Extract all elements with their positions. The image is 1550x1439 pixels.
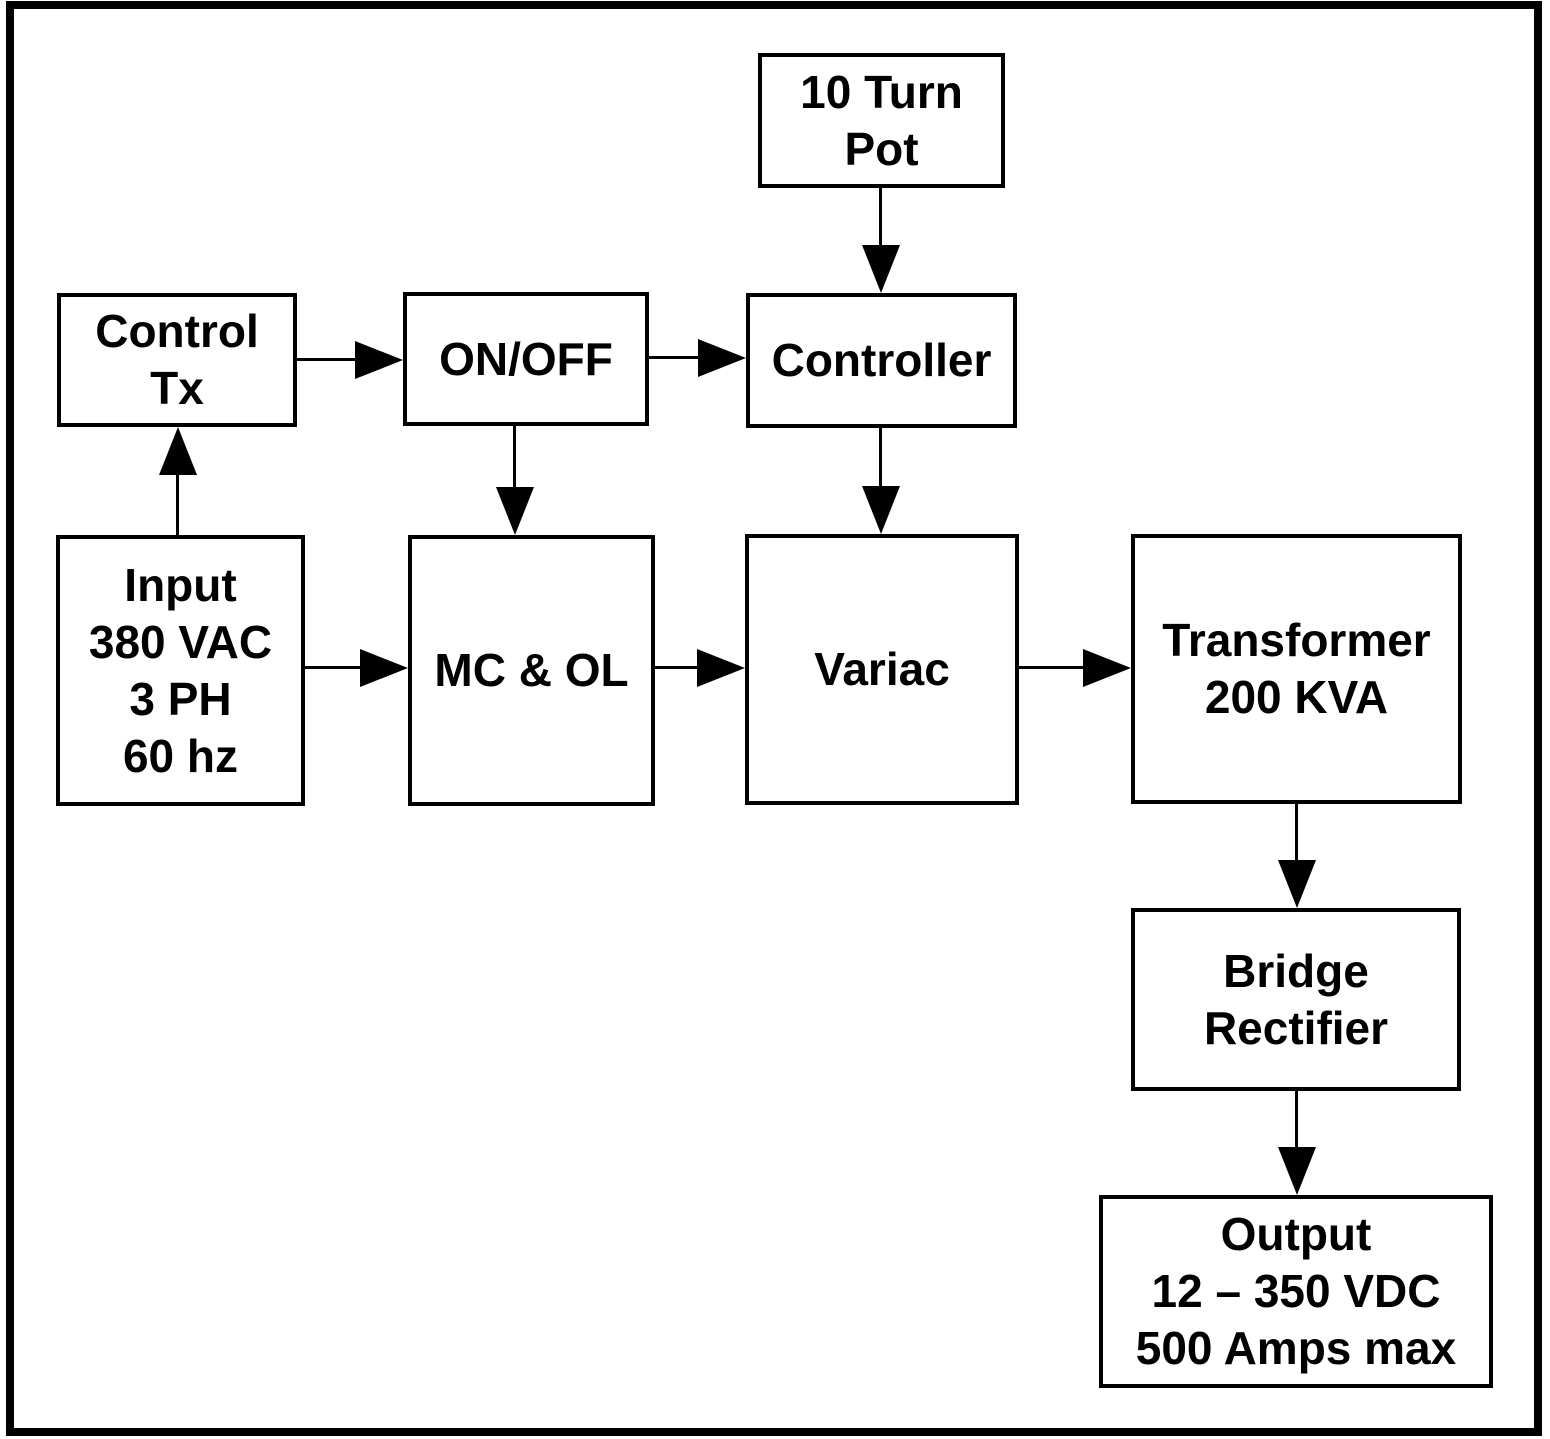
node-label-line: ON/OFF <box>439 332 613 385</box>
node-controller: Controller <box>746 293 1017 428</box>
node-label-line: 380 VAC <box>88 615 273 668</box>
arrow-line <box>297 358 359 361</box>
node-label-line: Pot <box>844 122 919 175</box>
arrow-line <box>649 356 701 359</box>
node-output: Output 12 – 350 VDC 500 Amps max <box>1099 1195 1493 1388</box>
node-10-turn-pot: 10 Turn Pot <box>758 53 1005 188</box>
arrow-line <box>1295 804 1298 862</box>
node-control-tx: Control Tx <box>57 293 297 427</box>
node-label-line: 60 hz <box>122 729 239 782</box>
node-label-line: Bridge <box>1223 944 1369 997</box>
node-label-line: 200 KVA <box>1204 671 1389 723</box>
arrow-line <box>879 188 882 248</box>
arrow-head-icon <box>1278 860 1316 908</box>
arrow-head-icon <box>496 487 534 535</box>
arrow-line <box>655 666 699 669</box>
node-on-off: ON/OFF <box>403 292 649 426</box>
node-label-line: Controller <box>771 334 992 386</box>
arrow-line <box>879 428 882 488</box>
arrow-line <box>305 666 362 669</box>
node-transformer: Transformer 200 KVA <box>1131 534 1462 804</box>
node-input: Input 380 VAC 3 PH 60 hz <box>56 535 305 806</box>
arrow-head-icon <box>360 649 408 687</box>
node-label-line: Control <box>95 305 259 357</box>
node-label-line: 12 – 350 VDC <box>1151 1265 1441 1317</box>
arrow-head-icon <box>697 649 745 687</box>
arrow-line <box>1019 666 1085 669</box>
node-label-line: 10 Turn <box>800 65 963 118</box>
arrow-head-icon <box>1083 649 1131 687</box>
node-label-line: 500 Amps max <box>1135 1322 1457 1374</box>
arrow-line <box>1295 1091 1298 1149</box>
node-label-line: Rectifier <box>1203 1001 1389 1054</box>
node-label-line: 3 PH <box>129 672 232 725</box>
node-label-line: Transformer <box>1162 614 1431 666</box>
arrow-head-icon <box>355 341 403 379</box>
node-variac: Variac <box>745 534 1019 805</box>
node-label-line: Input <box>124 558 237 611</box>
node-label-line: Variac <box>814 643 950 695</box>
arrow-head-icon <box>698 339 746 377</box>
arrow-head-icon <box>862 245 900 293</box>
node-label-line: Output <box>1220 1208 1372 1260</box>
arrow-head-icon <box>159 427 197 475</box>
arrow-head-icon <box>862 486 900 534</box>
outer-border <box>6 1 1542 1436</box>
arrow-head-icon <box>1278 1147 1316 1195</box>
node-bridge-rectifier: Bridge Rectifier <box>1131 908 1461 1091</box>
node-mc-ol: MC & OL <box>408 535 655 806</box>
arrow-line <box>513 426 516 489</box>
node-label-line: Tx <box>150 362 204 414</box>
node-label-line: MC & OL <box>434 644 629 696</box>
arrow-line <box>176 473 179 535</box>
